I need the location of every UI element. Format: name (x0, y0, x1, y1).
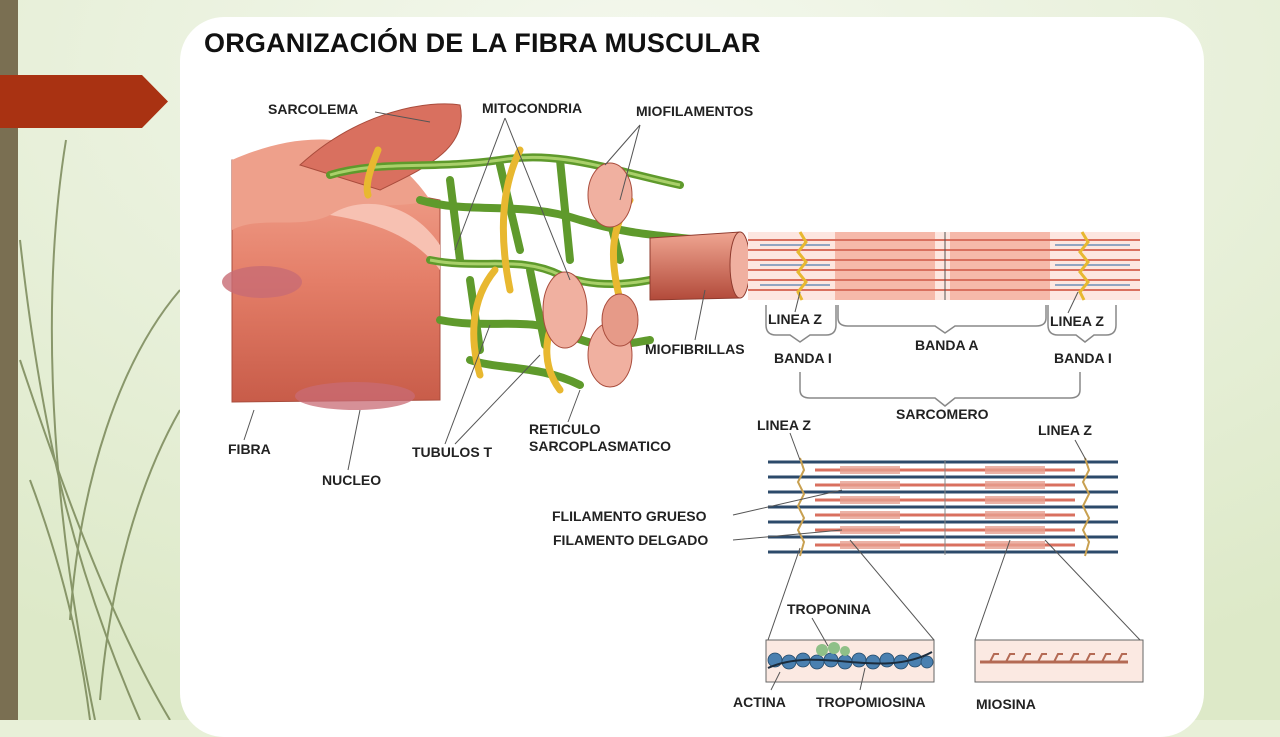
slide-title: ORGANIZACIÓN DE LA FIBRA MUSCULAR (204, 28, 761, 58)
label-filamento-grueso: FLILAMENTO GRUESO (552, 508, 707, 524)
label-nucleo: NUCLEO (322, 472, 382, 488)
z-line-left-lower (796, 457, 806, 557)
label-reticulo: RETICULO (529, 421, 601, 437)
label-filamento-delgado: FILAMENTO DELGADO (553, 532, 709, 548)
actin-inset (765, 639, 935, 683)
myofibril-rod (649, 231, 751, 301)
label-sarcomero: SARCOMERO (896, 406, 989, 422)
label-miofilamentos: MIOFILAMENTOS (636, 103, 754, 119)
z-line-zigzag-left (796, 231, 808, 301)
label-miofibrillas: MIOFIBRILLAS (645, 341, 745, 357)
z-line-right-lower (1081, 457, 1091, 557)
label-banda-i-left: BANDA I (774, 350, 832, 366)
label-troponina: TROPONINA (787, 601, 871, 617)
label-tubulos-t: TUBULOS T (412, 444, 493, 460)
label-linea-z-lower-left: LINEA Z (757, 417, 811, 433)
label-banda-a: BANDA A (915, 337, 979, 353)
left-accent-bar (0, 0, 18, 720)
label-linea-z-upper-left: LINEA Z (768, 311, 822, 327)
myofibril-cross-sections (542, 162, 639, 388)
label-linea-z-lower-right: LINEA Z (1038, 422, 1092, 438)
muscle-fiber-body (222, 139, 441, 410)
label-fibra: FIBRA (228, 441, 271, 457)
muscle-fiber-diagram (222, 103, 1144, 691)
label-sarcolema: SARCOLEMA (268, 101, 359, 117)
band-brackets (765, 305, 1117, 407)
sarcomere-band-strip (748, 231, 1140, 301)
z-line-zigzag-right (1078, 231, 1090, 301)
label-linea-z-upper-right: LINEA Z (1050, 313, 1104, 329)
nucleus-shape (222, 266, 302, 298)
label-actina: ACTINA (733, 694, 786, 710)
label-miosina: MIOSINA (976, 696, 1036, 712)
myosin-inset (974, 639, 1144, 683)
accent-arrow-shape (0, 75, 168, 128)
filament-diagram (768, 457, 1118, 557)
decorative-swirl-lines (19, 139, 181, 720)
label-tropomiosina: TROPOMIOSINA (816, 694, 926, 710)
label-banda-i-right: BANDA I (1054, 350, 1112, 366)
leader-lines (243, 111, 1141, 691)
label-sarcoplasmatico: SARCOPLASMATICO (529, 438, 672, 454)
label-mitocondria: MITOCONDRIA (482, 100, 583, 116)
